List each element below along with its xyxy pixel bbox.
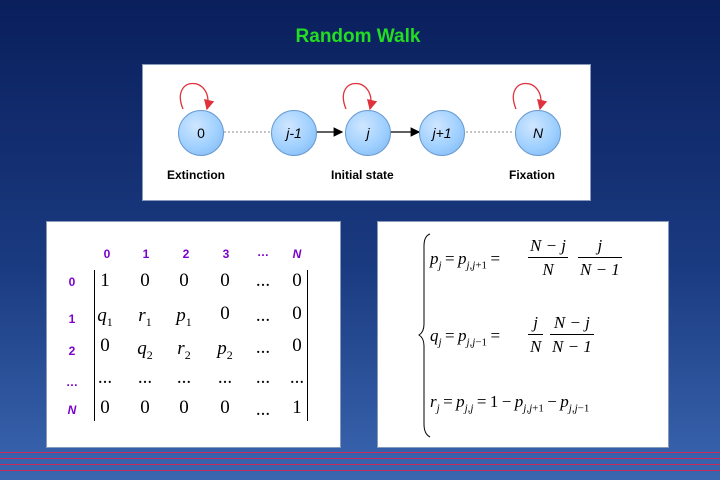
cell-4-1: 0 bbox=[140, 397, 150, 418]
cell-3-0: ... bbox=[97, 367, 113, 388]
transition-probabilities-panel: pj = pj,j+1 = N − j N j N − 1 qj = pj,j−… bbox=[377, 221, 669, 448]
col-header-N: N bbox=[292, 247, 302, 261]
row-header-2: 2 bbox=[68, 344, 76, 358]
node-N: N bbox=[515, 110, 561, 156]
fraction-denominator: N − 1 bbox=[552, 337, 592, 356]
cell-1-5: 0 bbox=[292, 303, 302, 324]
equation-q-j-lhs: qj = pj,j−1 = bbox=[430, 326, 501, 349]
equation-r-j: rj = pj,j = 1 − pj,j+1 − pj,j−1 bbox=[430, 392, 590, 415]
row-header-ellipsis: … bbox=[66, 375, 78, 389]
initial-state-label: Initial state bbox=[331, 168, 394, 182]
cell-1-3: 0 bbox=[220, 303, 230, 324]
col-header-3: 3 bbox=[222, 247, 230, 261]
transition-matrix-panel: 0 1 2 3 … N 0 1 2 … N 1 0 0 0 ... 0 q1 r… bbox=[46, 221, 341, 448]
cell-2-5: 0 bbox=[292, 335, 302, 356]
cell-1-1: r1 bbox=[138, 305, 152, 329]
node-j: j bbox=[345, 110, 391, 156]
row-header-0: 0 bbox=[68, 275, 76, 289]
col-header-0: 0 bbox=[103, 247, 111, 261]
equation-brace bbox=[418, 233, 431, 438]
cell-2-0: 0 bbox=[100, 335, 110, 356]
col-header-1: 1 bbox=[142, 247, 150, 261]
fraction-numerator: N − j bbox=[530, 236, 567, 255]
random-walk-diagram: 0 j-1 j j+1 N Extinction Initial state F… bbox=[142, 64, 591, 201]
self-loop-N bbox=[512, 83, 548, 111]
cell-4-0: 0 bbox=[100, 397, 110, 418]
cell-2-4: ... bbox=[255, 337, 271, 358]
row-header-1: 1 bbox=[68, 312, 76, 326]
cell-0-0: 1 bbox=[100, 270, 110, 291]
cell-3-3: ... bbox=[217, 367, 233, 388]
cell-1-0: q1 bbox=[97, 305, 113, 329]
equation-p-j-fraction-2: j N − 1 bbox=[578, 236, 622, 280]
decorative-stripe-2 bbox=[0, 458, 720, 459]
self-loop-0 bbox=[179, 83, 215, 111]
cell-3-1: ... bbox=[137, 367, 153, 388]
fraction-numerator: j bbox=[533, 313, 539, 332]
equation-q-j-fraction-2: N − j N − 1 bbox=[550, 313, 594, 357]
page-title: Random Walk bbox=[295, 26, 421, 47]
fraction-denominator: N − 1 bbox=[580, 260, 620, 279]
cell-2-1: q2 bbox=[137, 338, 153, 362]
extinction-label: Extinction bbox=[167, 168, 226, 182]
cell-4-4: ... bbox=[255, 399, 271, 420]
decorative-stripe-1 bbox=[0, 452, 720, 453]
fixation-label: Fixation bbox=[509, 168, 556, 182]
equation-p-j-fraction-1: N − j N bbox=[528, 236, 569, 280]
fraction-denominator: N bbox=[542, 260, 554, 279]
cell-3-4: ... bbox=[255, 367, 271, 388]
cell-0-4: ... bbox=[255, 270, 271, 291]
row-header-N: N bbox=[67, 403, 77, 417]
fraction-denominator: N bbox=[530, 337, 542, 356]
col-header-ellipsis: … bbox=[257, 245, 269, 259]
cell-2-2: r2 bbox=[177, 338, 191, 362]
cell-1-2: p1 bbox=[176, 305, 192, 329]
cell-1-4: ... bbox=[255, 305, 271, 326]
matrix-right-bracket bbox=[307, 270, 308, 421]
fraction-numerator: j bbox=[597, 236, 603, 255]
decorative-stripe-3 bbox=[0, 464, 720, 465]
matrix-left-bracket bbox=[94, 270, 95, 421]
self-loop-j bbox=[342, 83, 378, 111]
node-0: 0 bbox=[178, 110, 224, 156]
equation-q-j-fraction-1: j N bbox=[528, 313, 544, 357]
cell-2-3: p2 bbox=[217, 338, 233, 362]
cell-4-3: 0 bbox=[220, 397, 230, 418]
cell-4-2: 0 bbox=[179, 397, 189, 418]
cell-3-5: ... bbox=[289, 367, 305, 388]
cell-0-1: 0 bbox=[140, 270, 150, 291]
decorative-stripe-4 bbox=[0, 470, 720, 471]
col-header-2: 2 bbox=[182, 247, 190, 261]
cell-4-5: 1 bbox=[292, 397, 302, 418]
equation-p-j-lhs: pj = pj,j+1 = bbox=[430, 249, 501, 272]
cell-0-3: 0 bbox=[220, 270, 230, 291]
cell-0-2: 0 bbox=[179, 270, 189, 291]
cell-0-5: 0 bbox=[292, 270, 302, 291]
fraction-numerator: N − j bbox=[553, 313, 590, 332]
cell-3-2: ... bbox=[176, 367, 192, 388]
node-j-minus-1: j-1 bbox=[271, 110, 317, 156]
node-j-plus-1: j+1 bbox=[419, 110, 465, 156]
